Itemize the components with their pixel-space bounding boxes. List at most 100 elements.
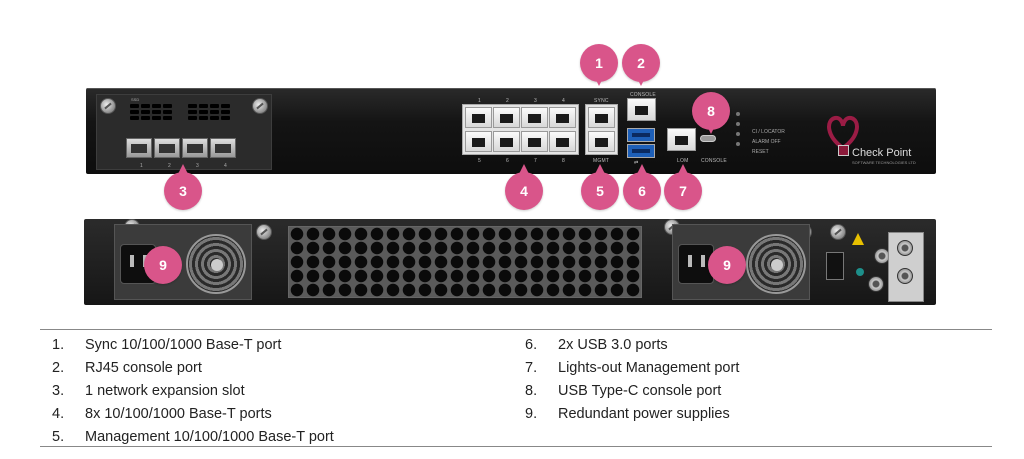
legend-top-rule: [40, 329, 992, 330]
legend-number: 9.: [525, 405, 538, 422]
legend-text: Sync 10/100/1000 Base-T port: [85, 336, 282, 353]
sync-label: SYNC: [594, 98, 609, 104]
rj45-port: [493, 131, 520, 152]
sfp-port: [126, 138, 152, 158]
sync-mgmt-ports: [585, 104, 618, 155]
legend-item: 7. Lights-out Management port: [525, 356, 739, 379]
slot-label: SSD: [131, 97, 140, 102]
legend-text: RJ45 console port: [85, 359, 202, 376]
rj45-port: [465, 107, 492, 128]
sfp-number: 4: [224, 163, 227, 169]
callout-3: 3: [164, 164, 202, 210]
legend-text: 1 network expansion slot: [85, 382, 245, 399]
rj45-port: [493, 107, 520, 128]
legend-number: 2.: [52, 359, 65, 376]
ethernet-ports-8x: [462, 104, 579, 155]
legend-text: Management 10/100/1000 Base-T port: [85, 428, 334, 445]
usbc-port: [700, 135, 716, 142]
sfp-number: 3: [196, 163, 199, 169]
fan-icon: [186, 234, 246, 294]
rj-number: 2: [506, 98, 509, 104]
sfp-number: 1: [140, 163, 143, 169]
brand-mark: [838, 145, 849, 156]
legend-item: 2. RJ45 console port: [52, 356, 334, 379]
legend-text: 2x USB 3.0 ports: [558, 336, 668, 353]
legend-text: Lights-out Management port: [558, 359, 740, 376]
legend-text: USB Type-C console port: [558, 382, 722, 399]
led-label: CI / LOCATOR: [752, 129, 785, 135]
led-label: ALARM OFF: [752, 139, 781, 145]
rj45-port: [549, 131, 576, 152]
rj-number: 5: [478, 158, 481, 164]
rj45-port: [465, 131, 492, 152]
legend-number: 7.: [525, 359, 538, 376]
sfp-port: [154, 138, 180, 158]
legend-right: 6. 2x USB 3.0 ports 7. Lights-out Manageme…: [525, 333, 739, 425]
legend-number: 5.: [52, 428, 65, 445]
callout-5: 5: [581, 164, 619, 210]
led-indicator: [736, 112, 740, 116]
legend-text: Redundant power supplies: [558, 405, 730, 422]
power-switch: [826, 252, 844, 280]
legend-item: 4. 8x 10/100/1000 Base-T ports: [52, 402, 334, 425]
led-indicator: [736, 122, 740, 126]
lom-label: LOM: [677, 158, 689, 164]
sfp-port: [182, 138, 208, 158]
usb-port: [627, 128, 655, 142]
sfp-ports: [126, 138, 236, 158]
terminal-knob: [868, 276, 884, 292]
console-label: CONSOLE: [630, 92, 656, 98]
screw-icon: [830, 224, 846, 240]
legend-left: 1.Sync 10/100/1000 Base-T port 2. RJ45 co…: [52, 333, 334, 448]
rj45-port: [521, 131, 548, 152]
callout-2: 2: [622, 44, 660, 86]
ventilation-grille: [288, 226, 642, 298]
rj-number: 7: [534, 158, 537, 164]
legend-item: 3. 1 network expansion slot: [52, 379, 334, 402]
led-indicator: [736, 132, 740, 136]
console-port: [627, 98, 656, 121]
check-point-logo-icon: [827, 115, 859, 151]
screw-icon: [256, 224, 272, 240]
callout-7: 7: [664, 164, 702, 210]
usb-icon: ⇄: [634, 160, 639, 166]
legend-number: 8.: [525, 382, 538, 399]
legend-number: 3.: [52, 382, 65, 399]
rj-number: 4: [562, 98, 565, 104]
led-indicator: [736, 142, 740, 146]
callout-9: 9: [144, 246, 182, 284]
slot-vent-right: [188, 104, 230, 120]
rj-number: 1: [478, 98, 481, 104]
sfp-number: 2: [168, 163, 171, 169]
legend-text: 8x 10/100/1000 Base-T ports: [85, 405, 272, 422]
callout-8: 8: [692, 92, 730, 134]
callout-4: 4: [505, 164, 543, 210]
rj-number: 3: [534, 98, 537, 104]
rj45-port: [549, 107, 576, 128]
callout-6: 6: [623, 164, 661, 210]
status-led: [856, 268, 864, 276]
rj-number: 8: [562, 158, 565, 164]
screw-icon: [100, 98, 116, 114]
led-label: RESET: [752, 149, 769, 155]
callout-1: 1: [580, 44, 618, 86]
callout-9: 9: [708, 246, 746, 284]
legend-item: 1.Sync 10/100/1000 Base-T port: [52, 333, 334, 356]
mgmt-label: MGMT: [593, 158, 610, 164]
legend-item: 9. Redundant power supplies: [525, 402, 739, 425]
fan-icon: [746, 234, 806, 294]
lom-port: [667, 128, 696, 151]
legend-number: 6.: [525, 336, 538, 353]
appliance-illustration: SSD 1 2 3 4 1 2 3 4 5 6 7 8 SYNC MGMT CO…: [0, 0, 1024, 320]
legend-item: 5. Management 10/100/1000 Base-T port: [52, 425, 334, 448]
rj-number: 6: [506, 158, 509, 164]
terminal-knob: [897, 268, 913, 284]
power-inlet: [678, 244, 714, 284]
legend-number: 4.: [52, 405, 65, 422]
sfp-port: [210, 138, 236, 158]
legend-bottom-rule: [40, 446, 992, 447]
screw-icon: [252, 98, 268, 114]
expansion-slot: [96, 94, 272, 170]
slot-vent-left: [130, 104, 172, 120]
mgmt-port: [588, 131, 615, 152]
